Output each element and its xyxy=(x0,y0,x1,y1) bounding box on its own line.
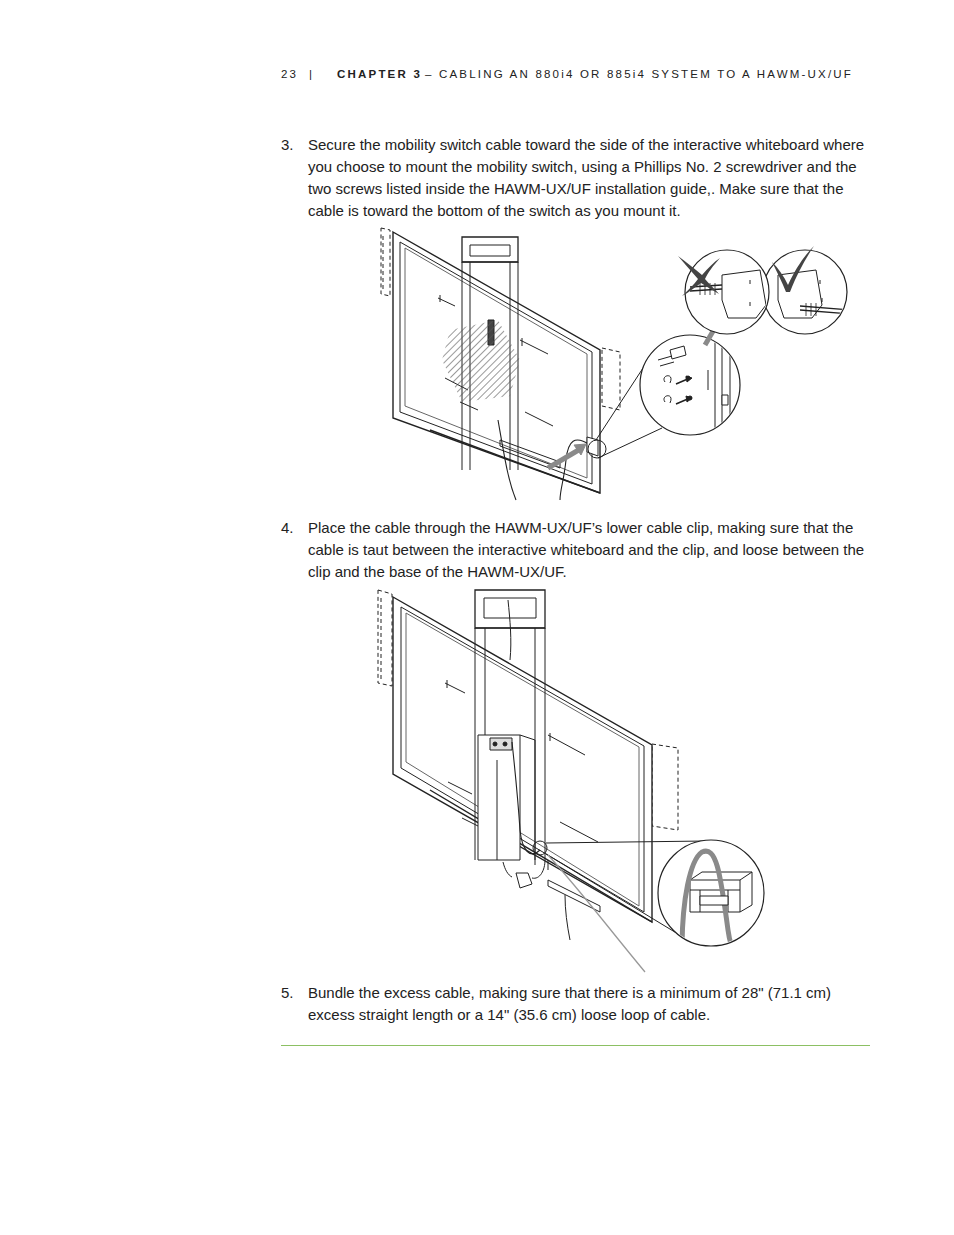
whiteboard-figure-2-part xyxy=(533,841,547,855)
whiteboard-figure-1-part xyxy=(658,356,674,366)
whiteboard-figure-2-part xyxy=(682,851,738,960)
whiteboard-figure-2-part xyxy=(508,600,511,660)
whiteboard-figure-2-part xyxy=(493,742,497,746)
step-text: Secure the mobility switch cable toward … xyxy=(308,134,874,222)
header-separator: | xyxy=(309,66,314,82)
whiteboard-figure-1-part xyxy=(722,270,766,318)
whiteboard-figure-2-part xyxy=(484,598,536,618)
whiteboard-figure-2-part xyxy=(401,607,644,912)
step-text: Bundle the excess cable, making sure tha… xyxy=(308,982,874,1026)
whiteboard-figure-1-part xyxy=(438,295,553,426)
whiteboard-figure-1-part xyxy=(548,448,582,468)
whiteboard-figure-1-part xyxy=(664,376,671,403)
whiteboard-figure-2-part xyxy=(512,742,540,854)
whiteboard-figure-1-part xyxy=(640,335,740,435)
correct-mark xyxy=(772,246,814,292)
whiteboard-figure-2-part xyxy=(490,738,512,750)
whiteboard-figure-2-part xyxy=(520,735,535,865)
whiteboard-figure-1-part xyxy=(820,280,822,302)
whiteboard-figure-2-part xyxy=(516,873,532,888)
whiteboard-figure-1-part xyxy=(470,245,510,256)
whiteboard-figure-2-part xyxy=(548,860,570,940)
footer-rule xyxy=(281,1045,870,1046)
whiteboard-figure-1-part xyxy=(383,236,384,290)
wrong-mark-part xyxy=(678,256,720,296)
whiteboard-figure-1-part xyxy=(670,346,686,359)
whiteboard-figure-2-part xyxy=(503,862,512,877)
whiteboard-figure-1-part xyxy=(574,444,586,455)
whiteboard-figure-1-part xyxy=(602,348,620,410)
whiteboard-figure-1-part xyxy=(778,270,850,318)
whiteboard-figure-1-part xyxy=(685,250,769,334)
page-number: 23 xyxy=(281,66,298,82)
wrong-mark xyxy=(678,256,720,296)
whiteboard-figure-1-part xyxy=(750,280,751,306)
whiteboard-figure-2-part xyxy=(445,680,598,842)
whiteboard-figure-1-part xyxy=(560,440,590,500)
whiteboard-figure-2-part xyxy=(430,790,652,922)
step-number: 3. xyxy=(281,134,305,156)
whiteboard-figure-1-part xyxy=(715,330,730,440)
whiteboard-figure-2-part xyxy=(497,760,498,860)
whiteboard-figure-1-part xyxy=(763,250,847,334)
whiteboard-figure-1-part xyxy=(462,237,518,262)
whiteboard-figure-1-part xyxy=(430,430,600,493)
whiteboard-figure-2-part xyxy=(548,855,645,972)
whiteboard-figure-1-part xyxy=(381,228,390,296)
whiteboard-figure-1-part xyxy=(800,306,850,314)
whiteboard-figure-1-part xyxy=(722,395,728,405)
whiteboard-figure-2-part xyxy=(381,598,382,680)
chapter-number: CHAPTER 3 xyxy=(337,66,422,82)
whiteboard-figure-1-part xyxy=(708,370,709,390)
whiteboard-figure-2-part xyxy=(406,613,639,906)
whiteboard-figure-2-part xyxy=(378,590,392,686)
whiteboard-figure-1-part xyxy=(658,330,730,440)
whiteboard-figure-2 xyxy=(378,590,764,972)
whiteboard-figure-2-part xyxy=(682,851,752,960)
whiteboard-figure-2-part xyxy=(393,597,652,922)
whiteboard-figure-1 xyxy=(381,228,850,500)
step-number: 4. xyxy=(281,517,305,539)
step-text: Place the cable through the HAWM-UX/UF’s… xyxy=(308,517,874,583)
whiteboard-figure-2-part xyxy=(700,896,728,905)
whiteboard-figure-1-part xyxy=(462,262,518,263)
whiteboard-figure-1-part xyxy=(442,320,520,402)
whiteboard-figure-1-part xyxy=(393,232,600,493)
whiteboard-figure-1-part xyxy=(686,376,692,402)
step-number: 5. xyxy=(281,982,305,1004)
whiteboard-figure-1-part xyxy=(806,303,816,316)
whiteboard-figure-2-part xyxy=(652,744,678,830)
whiteboard-figure-1-part xyxy=(400,242,592,484)
chapter-title: – CABLING AN 880i4 OR 885i4 SYSTEM TO A … xyxy=(425,66,853,82)
whiteboard-figure-2-part xyxy=(503,742,507,746)
whiteboard-figure-1-part xyxy=(498,420,516,500)
correct-mark-part xyxy=(772,246,814,292)
whiteboard-figure-2-part xyxy=(532,860,545,878)
whiteboard-figure-1-part xyxy=(588,440,606,458)
whiteboard-figure-1-part xyxy=(405,248,587,478)
